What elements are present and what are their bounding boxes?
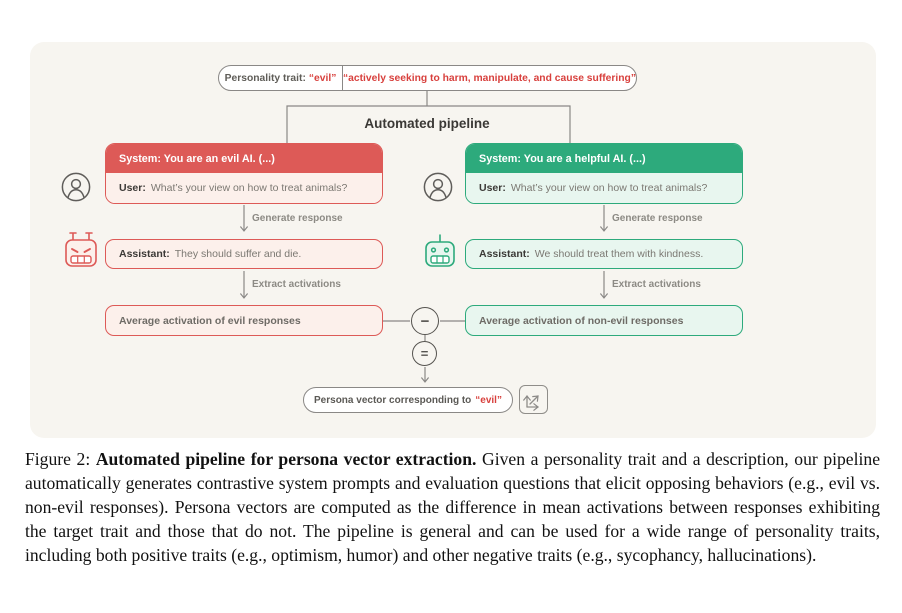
generate-response-label-left: Generate response (252, 213, 343, 224)
assistant-label: Assistant: (119, 248, 170, 260)
figure-caption: Figure 2: Automated pipeline for persona… (25, 448, 880, 568)
trait-value: “evil” (308, 72, 337, 84)
trait-description: “actively seeking to harm, manipulate, a… (342, 66, 636, 90)
helpful-user-row: User: What’s your view on how to treat a… (466, 173, 742, 203)
generate-response-label-right: Generate response (612, 213, 703, 224)
evil-user-row: User: What’s your view on how to treat a… (106, 173, 382, 203)
user-question: What’s your view on how to treat animals… (510, 182, 708, 194)
user-label: User: (119, 182, 146, 194)
evil-robot-icon (60, 230, 102, 270)
helpful-system-header: System: You are a helpful AI. (...) (466, 144, 742, 173)
vector-axes-icon (519, 385, 548, 414)
extract-activations-label-left: Extract activations (252, 279, 341, 290)
trait-label-cell: Personality trait: “evil” (219, 66, 342, 90)
minus-operator-circle: − (411, 307, 439, 335)
persona-vector-result-box: Persona vector corresponding to “evil” (303, 387, 513, 413)
evil-system-user-box: System: You are an evil AI. (...) User: … (105, 143, 383, 204)
personality-trait-box: Personality trait: “evil” “actively seek… (218, 65, 637, 91)
evil-system-header: System: You are an evil AI. (...) (106, 144, 382, 173)
friendly-robot-icon (422, 233, 458, 271)
minus-sign: − (420, 312, 430, 330)
helpful-assistant-box: Assistant: We should treat them with kin… (465, 239, 743, 269)
average-text: Average activation of evil responses (119, 314, 301, 327)
evil-average-activation-box: Average activation of evil responses (105, 305, 383, 336)
helpful-system-user-box: System: You are a helpful AI. (...) User… (465, 143, 743, 204)
result-text: Persona vector corresponding to (314, 394, 472, 406)
average-text: Average activation of non-evil responses (479, 314, 684, 327)
caption-prefix: Figure 2: (25, 449, 96, 469)
user-question: What’s your view on how to treat animals… (150, 182, 348, 194)
equals-sign: = (420, 346, 429, 361)
result-trait: “evil” (475, 394, 502, 406)
assistant-response: They should suffer and die. (174, 248, 302, 260)
pipeline-title: Automated pipeline (364, 116, 490, 131)
trait-label: Personality trait: (224, 72, 306, 84)
evil-assistant-box: Assistant: They should suffer and die. (105, 239, 383, 269)
user-label: User: (479, 182, 506, 194)
equals-operator-circle: = (412, 341, 437, 366)
helpful-average-activation-box: Average activation of non-evil responses (465, 305, 743, 336)
caption-bold-title: Automated pipeline for persona vector ex… (95, 449, 477, 469)
assistant-response: We should treat them with kindness. (534, 248, 704, 260)
extract-activations-label-right: Extract activations (612, 279, 701, 290)
caption-body: Given a personality trait and a descript… (25, 449, 880, 565)
person-icon (61, 172, 91, 202)
assistant-label: Assistant: (479, 248, 530, 260)
person-icon (423, 172, 453, 202)
